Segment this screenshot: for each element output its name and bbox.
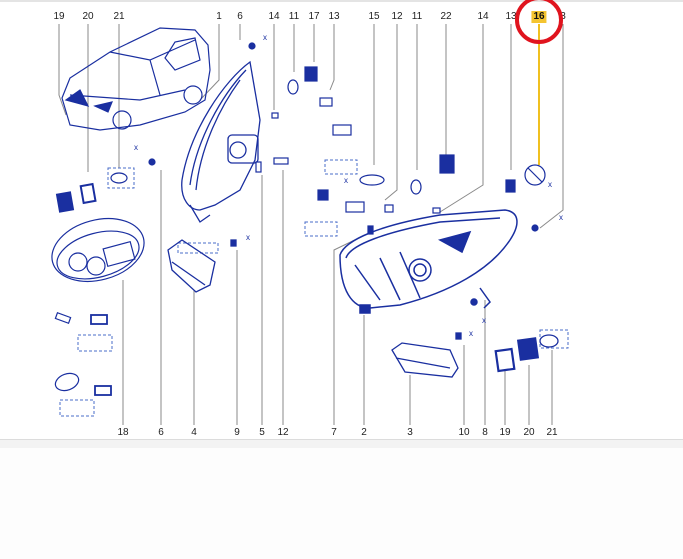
part-label-14[interactable]: 14	[268, 11, 280, 22]
part-label-19[interactable]: 19	[53, 11, 65, 22]
part-label-13b[interactable]: 13	[505, 11, 517, 22]
part-label-4[interactable]: 4	[191, 427, 197, 438]
part-label-14b[interactable]: 14	[477, 11, 489, 22]
part-label-2[interactable]: 2	[361, 427, 367, 438]
part-label-6[interactable]: 6	[237, 11, 243, 22]
divider	[0, 439, 683, 440]
part-label-3[interactable]: 3	[560, 11, 566, 22]
empty-lower-area	[0, 440, 683, 559]
highlight-circle-marker	[515, 0, 563, 44]
x-markers: x x x x x x x x	[134, 33, 563, 338]
part-label-3-bottom[interactable]: 3	[407, 427, 413, 438]
shaded-band	[0, 440, 683, 448]
headlamp-front-view	[339, 209, 518, 314]
parts-diagram: x x x x x x x x 19 20 21 1 6 14 11 17 13…	[51, 0, 569, 438]
svg-text:x: x	[263, 33, 267, 42]
small-parts	[248, 42, 546, 235]
svg-text:x: x	[469, 329, 473, 338]
part-label-18[interactable]: 18	[117, 427, 129, 438]
part-label-11[interactable]: 11	[288, 11, 300, 22]
leader-lines	[58, 24, 564, 425]
part-label-11b[interactable]: 11	[411, 11, 423, 22]
part-label-10[interactable]: 10	[458, 427, 470, 438]
svg-text:x: x	[559, 213, 563, 222]
switches-left	[54, 158, 156, 396]
part-label-12-bottom[interactable]: 12	[277, 427, 289, 438]
drl-module-4	[167, 239, 237, 293]
part-label-20-bottom[interactable]: 20	[523, 427, 535, 438]
vehicle-illustration	[61, 27, 211, 131]
svg-text:x: x	[548, 180, 552, 189]
svg-text:x: x	[482, 316, 486, 325]
part-label-6-bottom[interactable]: 6	[158, 427, 164, 438]
diagram-drawing: x x x x x x x x	[51, 24, 569, 425]
part-label-19-bottom[interactable]: 19	[499, 427, 511, 438]
part-label-5[interactable]: 5	[259, 427, 265, 438]
part-label-21-bottom[interactable]: 21	[546, 427, 558, 438]
part-label-12[interactable]: 12	[391, 11, 403, 22]
part-label-16-highlighted[interactable]: 16	[531, 11, 547, 23]
part-label-13[interactable]: 13	[328, 11, 340, 22]
part-label-15[interactable]: 15	[368, 11, 380, 22]
part-label-8[interactable]: 8	[482, 427, 488, 438]
svg-text:x: x	[246, 233, 250, 242]
fog-lamp-3	[391, 332, 462, 378]
svg-text:x: x	[344, 176, 348, 185]
dashed-placeholders	[59, 159, 569, 417]
part-label-1[interactable]: 1	[216, 11, 222, 22]
part-label-22[interactable]: 22	[440, 11, 452, 22]
part-label-20[interactable]: 20	[82, 11, 94, 22]
part-label-7[interactable]: 7	[331, 427, 337, 438]
top-border	[0, 0, 683, 2]
switches-right	[494, 334, 559, 373]
part-label-21[interactable]: 21	[113, 11, 125, 22]
part-label-17[interactable]: 17	[308, 11, 320, 22]
part-label-9[interactable]: 9	[234, 427, 240, 438]
svg-text:x: x	[134, 143, 138, 152]
bulb-kit-18	[51, 217, 145, 283]
headlamp-side-view	[181, 60, 261, 223]
